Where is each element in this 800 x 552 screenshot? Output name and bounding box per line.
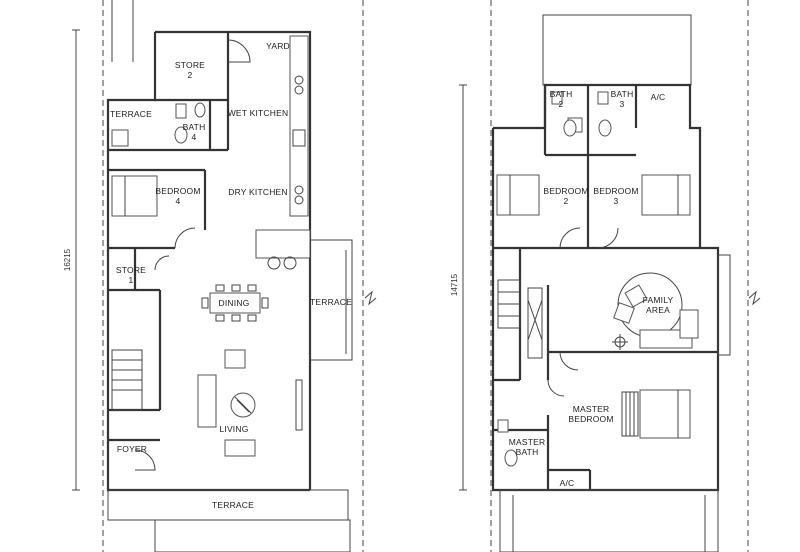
label-living: LIVING: [219, 424, 248, 434]
label-ac-top: A/C: [651, 92, 666, 102]
label-terrace-bottom: TERRACE: [212, 500, 254, 510]
label-yard: YARD: [266, 41, 290, 51]
label-wet-kitchen: WET KITCHEN: [228, 108, 289, 118]
label-ac-bottom: A/C: [560, 478, 575, 488]
label-dining: DINING: [219, 298, 250, 308]
dimension-first-floor: 14715: [450, 273, 459, 296]
dimension-ground-floor: 16215: [63, 248, 72, 271]
label-terrace-side: TERRACE: [310, 297, 352, 307]
label-dry-kitchen: DRY KITCHEN: [228, 187, 288, 197]
label-terrace-top: TERRACE: [110, 109, 152, 119]
label-foyer: FOYER: [117, 444, 147, 454]
